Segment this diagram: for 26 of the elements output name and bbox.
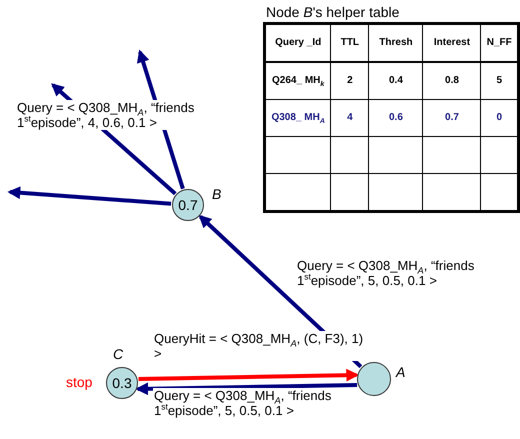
edge-label: Query = < Q308_MH$_{A}$, “friends 1$^{st}$episode”, 4, 0.6, 0.1 >: [16, 100, 196, 130]
node-value: 0.7: [178, 197, 198, 213]
table-title: Node B's helper table: [266, 4, 400, 20]
table-cell: 0.6: [368, 100, 423, 136]
table-cell: 4: [330, 100, 369, 136]
table-cell: 0.7: [422, 100, 481, 136]
arrow: [135, 382, 358, 396]
column-header: Interest: [422, 24, 481, 62]
table-cell: Q264_ MH$_{k}$: [264, 62, 331, 100]
node-value: 0.3: [112, 375, 132, 391]
arrow: [138, 368, 360, 382]
node-circle: [106, 367, 138, 399]
table-cell: 0.4: [368, 62, 423, 100]
table-cell: Q308_ MH$_{A}$: [264, 100, 331, 136]
status-label: stop: [66, 374, 92, 390]
node-name: C: [113, 346, 124, 362]
table-cell: 2: [330, 62, 369, 100]
node-circle: [357, 362, 391, 396]
node-name: A: [396, 364, 406, 380]
column-header: Query _Id: [264, 24, 331, 62]
arrow: [7, 186, 172, 206]
node-name: B: [212, 186, 222, 202]
table-cell: 0.8: [422, 62, 481, 100]
column-header: Thresh: [368, 24, 423, 62]
node-circle: [172, 189, 204, 221]
column-header: TTL: [330, 24, 369, 62]
